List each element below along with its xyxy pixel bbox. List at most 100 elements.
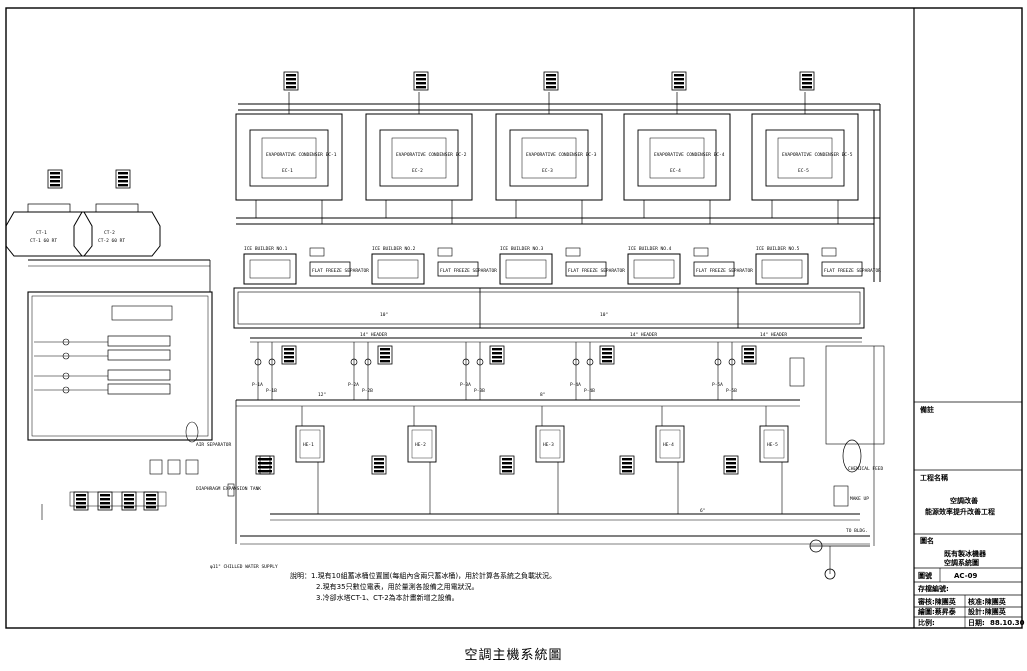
condenser-5: EVAPORATIVE CONDENSER EC-5EC-5 <box>751 71 859 224</box>
secondary-mains <box>235 399 870 545</box>
left-meter-2 <box>97 491 113 511</box>
project-label: 工程名稱 <box>920 473 948 482</box>
condenser-meter-3 <box>543 71 559 91</box>
system-diagram: 備註 工程名稱 空調改善 能源效率提升改善工程 圖名 既有製冰機器 空調系統圖 … <box>5 7 1025 629</box>
cooling-tower-1: CT-1CT-1 60 RT <box>5 169 93 257</box>
ice-builder-name: ICE BUILDER NO.4 <box>628 246 672 252</box>
to-bldg-label: TO BLDG. <box>846 528 868 534</box>
heat-exchanger-tag: HE-3 <box>543 442 554 448</box>
date-label: 日期: <box>968 618 985 627</box>
file-label: 存檔編號: <box>918 584 949 593</box>
pump-meter-3 <box>489 345 505 365</box>
glycol-headers <box>233 287 865 343</box>
note-line-1: 說明：1.現有10組蓄冰桶位置圖(每組內含兩只蓄冰桶)，用於計算各系統之負載狀況… <box>290 571 556 580</box>
pump-label: P-5B <box>726 388 737 394</box>
condenser-meter-5 <box>799 71 815 91</box>
heat-exchanger-3: HE-3 <box>499 406 565 514</box>
heat-exchanger-meter-3 <box>499 455 515 475</box>
pipe-size-5: 6" <box>700 508 705 514</box>
pump-label: P-2A <box>348 382 359 388</box>
left-cooling-panel <box>27 259 235 520</box>
tower-meter-2 <box>115 169 131 189</box>
sheet-number: AC-09 <box>954 572 977 580</box>
pump-meter-1 <box>281 345 297 365</box>
condenser-tag: EC-3 <box>542 168 553 174</box>
pump-meter-4 <box>599 345 615 365</box>
pump-p-5a: P-5A <box>712 342 723 400</box>
condenser-tag: EC-5 <box>798 168 809 174</box>
heat-exchanger-4: HE-4 <box>619 406 685 514</box>
cooling-tower-2: CT-2CT-2 60 RT <box>73 169 161 257</box>
drawing-name-2: 空調系統圖 <box>944 558 979 567</box>
condenser-tag: EC-1 <box>282 168 293 174</box>
condenser-tag: EC-2 <box>412 168 423 174</box>
heat-exchanger-tag: HE-5 <box>767 442 778 448</box>
evaporative-condensers: EVAPORATIVE CONDENSER EC-1EC-1EVAPORATIV… <box>235 71 859 224</box>
heat-exchanger-tag: HE-2 <box>415 442 426 448</box>
diagram-caption: 空調主機系統圖 <box>464 648 563 663</box>
condenser-meter-4 <box>671 71 687 91</box>
condenser-1: EVAPORATIVE CONDENSER EC-1EC-1 <box>235 71 343 224</box>
right-aux-equipment <box>789 345 885 580</box>
sheet-label: 圖號 <box>918 571 932 580</box>
header-label-right: 14" HEADER <box>760 332 787 338</box>
ice-builder-name: ICE BUILDER NO.1 <box>244 246 288 252</box>
pump-p-2a: P-2A <box>348 342 359 400</box>
condenser-2: EVAPORATIVE CONDENSER EC-2EC-2 <box>365 71 473 224</box>
air-separator-label: AIR SEPARATOR <box>196 442 232 448</box>
drawing-label: 圖名 <box>920 536 934 545</box>
date-value: 88.10.30 <box>990 619 1025 627</box>
ice-builder-name: ICE BUILDER NO.2 <box>372 246 416 252</box>
separator-name: FLAT FREEZE SEPARATOR <box>568 268 625 274</box>
drawn-label: 繪圖:蔡昇泰 <box>918 607 957 616</box>
pump-meter-2 <box>377 345 393 365</box>
left-meter-4 <box>143 491 159 511</box>
left-meter-1 <box>73 491 89 511</box>
left-meter-5 <box>255 455 271 475</box>
approved-label: 審核:陳團英 <box>917 597 957 606</box>
condenser-4: EVAPORATIVE CONDENSER EC-4EC-4 <box>623 71 731 224</box>
ice-builder-name: ICE BUILDER NO.5 <box>756 246 800 252</box>
left-meters <box>73 455 271 511</box>
pump-p-4b: P-4B <box>584 342 595 400</box>
separator-name: FLAT FREEZE SEPARATOR <box>312 268 369 274</box>
pipe-size-2: 10" <box>600 312 608 318</box>
heat-exchanger-tag: HE-4 <box>663 442 674 448</box>
pump-p-1a: P-1A <box>252 342 263 400</box>
make-up-label: MAKE UP <box>850 496 869 502</box>
pump-p-5b: P-5B <box>726 342 737 400</box>
remarks-label: 備註 <box>920 405 934 414</box>
pipe-size-3: 12" <box>318 392 326 398</box>
project-name-1: 空調改善 <box>950 496 978 505</box>
pump-p-1b: P-1B <box>266 342 277 400</box>
left-meter-3 <box>121 491 137 511</box>
note-line-2: 2.現有35只數位電表，用於量測各設備之用電狀況。 <box>316 582 479 591</box>
heat-exchanger-meter-4 <box>619 455 635 475</box>
pump-meter-5 <box>741 345 757 365</box>
pump-label: P-2B <box>362 388 373 394</box>
separator-name: FLAT FREEZE SEPARATOR <box>696 268 753 274</box>
condenser-meter-2 <box>413 71 429 91</box>
condenser-name: EVAPORATIVE CONDENSER EC-5 <box>782 152 853 158</box>
condenser-name: EVAPORATIVE CONDENSER EC-2 <box>396 152 467 158</box>
pump-p-3b: P-3B <box>474 342 485 400</box>
header-label-left: 14" HEADER <box>360 332 387 338</box>
condenser-name: EVAPORATIVE CONDENSER EC-3 <box>526 152 597 158</box>
condenser-meter-1 <box>283 71 299 91</box>
separator-name: FLAT FREEZE SEPARATOR <box>824 268 881 274</box>
bottom-pipe-note: φ11" CHILLED WATER SUPPLY <box>210 564 278 570</box>
pump-label: P-4B <box>584 388 595 394</box>
pipe-size-4: 8" <box>540 392 545 398</box>
separator-name: FLAT FREEZE SEPARATOR <box>440 268 497 274</box>
pump-label: P-5A <box>712 382 723 388</box>
pump-p-4a: P-4A <box>570 342 581 400</box>
project-name-2: 能源效率提升改善工程 <box>925 507 995 516</box>
pump-label: P-3B <box>474 388 485 394</box>
condenser-3: EVAPORATIVE CONDENSER EC-3EC-3 <box>495 71 603 224</box>
